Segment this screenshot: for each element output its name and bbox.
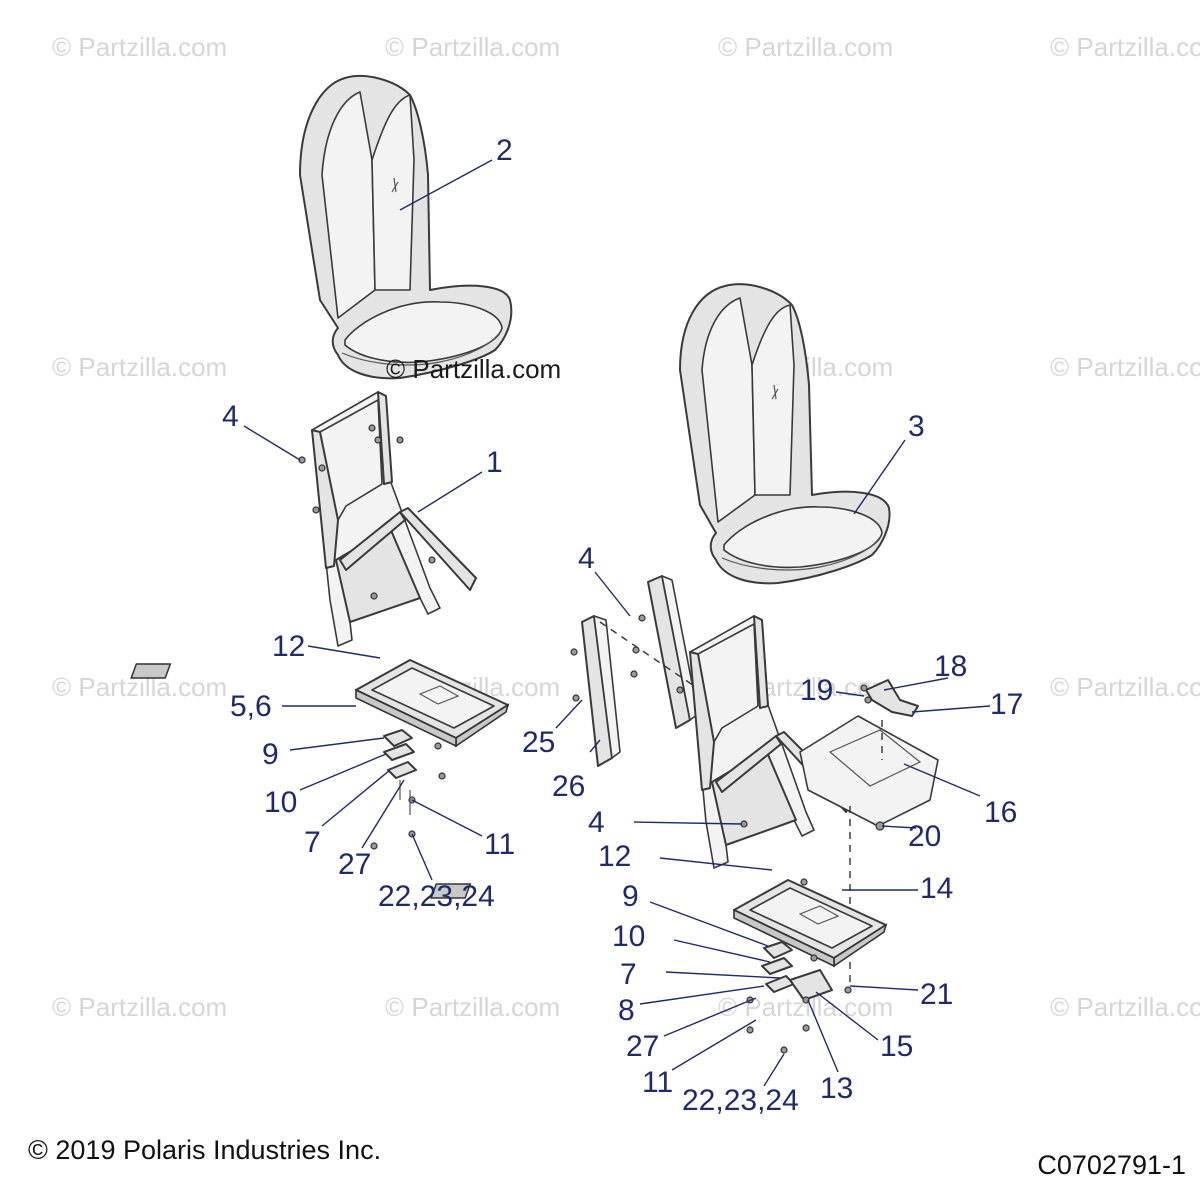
callout-1: 1: [486, 446, 503, 479]
callout-27: 27: [626, 1030, 659, 1063]
callout-17: 17: [990, 688, 1023, 721]
center-watermark: © Partzilla.com: [386, 354, 561, 384]
diagram-code: C0702791-1: [1037, 1150, 1186, 1180]
watermark: © Partzilla.com: [52, 352, 227, 382]
callout-8: 8: [618, 994, 635, 1027]
watermark: © Partzilla.com: [1050, 32, 1200, 62]
watermark: © Partzilla.com: [718, 32, 893, 62]
callout-26: 26: [552, 770, 585, 803]
callout-4: 4: [588, 806, 605, 839]
leader-lines: [243, 159, 991, 1087]
watermark: © Partzilla.com: [385, 32, 560, 62]
watermark: © Partzilla.com: [1050, 992, 1200, 1022]
callout-12: 12: [598, 840, 631, 873]
seat-base-left: [130, 659, 510, 748]
seat-frame-right: [676, 615, 853, 869]
seat-passenger: [679, 283, 891, 585]
callout-7: 7: [620, 958, 637, 991]
seat-base-right: [430, 879, 888, 968]
frame-bolts: [298, 424, 436, 600]
copyright-text: © 2019 Polaris Industries Inc.: [28, 1135, 382, 1165]
callout-10: 10: [612, 920, 645, 953]
watermark: © Partzilla.com: [1050, 352, 1200, 382]
callout-19: 19: [800, 674, 833, 707]
callout-11: 11: [484, 828, 515, 861]
callout-3: 3: [908, 410, 925, 443]
callout-4: 4: [578, 542, 595, 575]
callout-22-23-24: 22,23,24: [378, 880, 495, 913]
callout-9: 9: [622, 880, 639, 913]
watermark: © Partzilla.com: [1050, 672, 1200, 702]
callout-16: 16: [984, 796, 1017, 829]
side-brackets: [570, 575, 701, 767]
callout-25: 25: [522, 726, 555, 759]
watermark: © Partzilla.com: [385, 992, 560, 1022]
callout-15: 15: [880, 1030, 913, 1063]
callout-13: 13: [820, 1072, 853, 1105]
callout-2: 2: [496, 134, 513, 167]
callout-27: 27: [338, 848, 371, 881]
callout-7: 7: [304, 826, 321, 859]
callout-4: 4: [222, 400, 239, 433]
callout-labels: 2 3 1 4 12 5,6 9 10 7 27 11 22,23,24 4 2…: [222, 134, 1023, 1117]
mounting-bracket: [799, 679, 939, 985]
watermark: © Partzilla.com: [52, 992, 227, 1022]
seat-driver: [299, 74, 513, 380]
callout-21: 21: [920, 978, 953, 1011]
callout-5-6: 5,6: [230, 690, 272, 723]
watermark-grid: © Partzilla.com © Partzilla.com © Partzi…: [52, 32, 1200, 1022]
callout-12: 12: [272, 630, 305, 663]
callout-9: 9: [262, 738, 279, 771]
slider-hardware-left: [370, 729, 446, 850]
callout-10: 10: [264, 786, 297, 819]
seat-frame-left: [298, 391, 477, 647]
callout-14: 14: [920, 872, 953, 905]
callout-18: 18: [934, 650, 967, 683]
callout-22-23-24: 22,23,24: [682, 1084, 799, 1117]
callout-11: 11: [642, 1066, 673, 1099]
watermark: © Partzilla.com: [52, 32, 227, 62]
callout-20: 20: [908, 820, 941, 853]
slider-hardware-right: [746, 878, 852, 1054]
